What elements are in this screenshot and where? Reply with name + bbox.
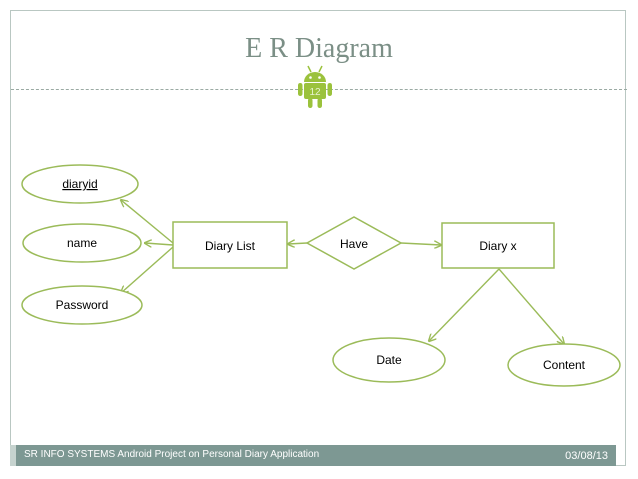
entity-diary-list: Diary List — [172, 221, 288, 269]
connector-diaryx-date — [429, 268, 500, 341]
attribute-password: Password — [21, 285, 143, 325]
attribute-date: Date — [332, 337, 446, 383]
relationship-have-label: Have — [340, 237, 368, 251]
entity-diary-list-label: Diary List — [205, 239, 256, 253]
attribute-content-label: Content — [543, 358, 586, 372]
connector-diarylist-diaryid — [121, 200, 174, 244]
attribute-name-label: name — [67, 236, 97, 250]
footer-text: SR INFO SYSTEMS Android Project on Perso… — [24, 449, 320, 460]
attribute-date-label: Date — [376, 353, 402, 367]
slide-number: 12 — [309, 87, 321, 98]
entity-diary-x-label: Diary x — [479, 239, 516, 253]
relationship-have: Have — [305, 216, 403, 270]
connector-diarylist-name — [145, 243, 174, 245]
connector-diarylist-password — [121, 246, 174, 293]
connector-diaryx-content — [498, 268, 564, 344]
slide: E R Diagram 12 — [10, 10, 627, 466]
attribute-diaryid-label: diaryid — [62, 177, 97, 191]
attribute-password-label: Password — [56, 298, 109, 312]
android-icon: 12 — [297, 63, 333, 109]
attribute-diaryid: diaryid — [21, 164, 139, 204]
entity-diary-x: Diary x — [441, 222, 555, 269]
connector-have-diaryx — [400, 243, 441, 245]
footer-date: 03/08/13 — [565, 450, 608, 462]
er-diagram: diaryid name Password Diary List Have Di… — [21, 164, 621, 387]
attribute-name: name — [22, 223, 142, 263]
connector-have-diarylist — [288, 243, 308, 244]
slide-title: E R Diagram — [245, 33, 393, 64]
attribute-content: Content — [507, 343, 621, 387]
footer-bar: SR INFO SYSTEMS Android Project on Perso… — [10, 445, 616, 466]
